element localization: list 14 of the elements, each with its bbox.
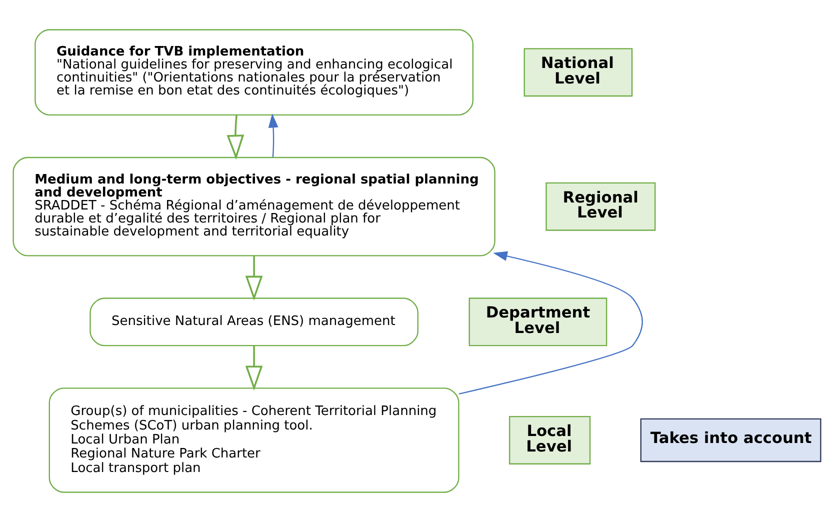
- node-box: Guidance for TVB implementation "National guidelines for preserving and enhancing ecological continuities" ("Orientations nationales pour la préservation et la remise en bon etat des continuités écologiques"): [34, 28, 474, 115]
- arrow: [226, 114, 244, 160]
- arrow: [268, 112, 278, 157]
- node-box: National Level: [524, 48, 633, 96]
- node-box: Group(s) of municipalities - Coherent Territorial Planning Schemes (SCoT) urban planning tool. Local Urban Plan Regional Nature Park Charter Local transport plan: [48, 387, 460, 492]
- arrow: [245, 255, 263, 300]
- node-box: Medium and long-term objectives - regional spatial planning and development SRADDET - Schéma Régional d’aménagement de développement durable et d’egalité des territoires / Regional plan for sustainable development and territorial equality: [12, 156, 496, 256]
- node-box: Local Level: [508, 415, 591, 464]
- arrow: [458, 250, 643, 394]
- node-box: Sensitive Natural Areas (ENS) management: [90, 297, 418, 346]
- label: Takes into account: [650, 428, 812, 447]
- node-box: Regional Level: [546, 182, 656, 230]
- arrow: [245, 346, 263, 390]
- node-box: Department Level: [468, 297, 608, 346]
